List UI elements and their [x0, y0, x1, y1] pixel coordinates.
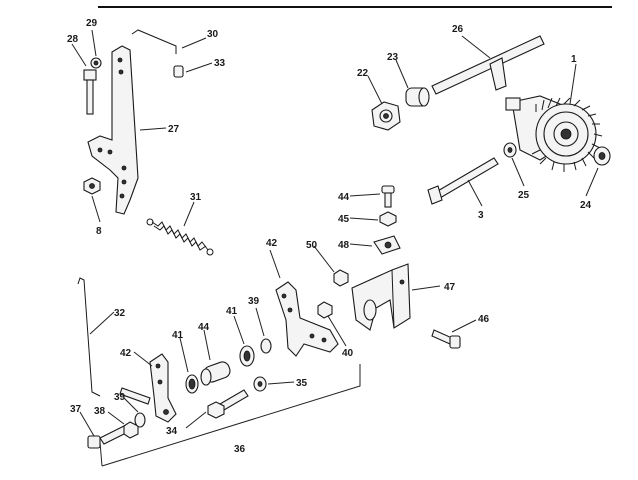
- callout-28: 28: [67, 34, 79, 45]
- part-48-bracket: [351, 263, 411, 331]
- part-39-washer-left: [134, 412, 146, 428]
- callout-47: 46: [478, 314, 490, 325]
- part-50-nut: [333, 269, 349, 287]
- callout-39-left: 39: [114, 392, 126, 403]
- group-36-bracket-line: [101, 364, 361, 467]
- callout-1: 1: [571, 54, 577, 65]
- part-35-washer: [253, 376, 267, 392]
- callout-8: 8: [96, 226, 102, 237]
- callout-32: 32: [114, 308, 126, 319]
- part-31-spring: [146, 218, 214, 256]
- part-29-washer: [90, 57, 102, 69]
- part-45-screw: [381, 185, 395, 208]
- part-43-lever: [275, 281, 339, 357]
- part-28-bolt: [83, 69, 97, 115]
- part-38-nut: [123, 421, 139, 439]
- callout-29: 29: [86, 18, 98, 29]
- part-39-washer-right: [260, 338, 272, 354]
- part-37-bolt: [87, 425, 129, 449]
- part-46-nut: [379, 211, 397, 227]
- callout-45: 44: [338, 192, 350, 203]
- part-24-washer: [593, 146, 611, 166]
- part-49-clip: [373, 235, 401, 255]
- part-42-pin: [119, 387, 151, 405]
- part-26-shaft: [431, 35, 545, 95]
- callout-labels: 28 29 30 33 27 8 31 32 22 23 26 1 3 25 2…: [67, 18, 592, 455]
- part-47-bolt: [431, 329, 461, 349]
- callout-22: 22: [357, 68, 369, 79]
- part-41-clip-right: [239, 345, 255, 367]
- callout-44: 44: [198, 322, 210, 333]
- callout-41-right: 41: [226, 306, 238, 317]
- callout-31: 31: [190, 192, 202, 203]
- part-22-bearing: [371, 101, 401, 131]
- part-30-rod: [131, 29, 177, 54]
- callout-41-left: 41: [172, 330, 184, 341]
- part-25-washer: [503, 142, 517, 158]
- part-1-gear-assembly: [505, 95, 603, 172]
- part-8-nut: [83, 177, 101, 195]
- callout-23: 23: [387, 52, 399, 63]
- callout-40: 40: [342, 348, 354, 359]
- callout-46: 45: [338, 214, 350, 225]
- part-33-fitting: [173, 65, 184, 78]
- part-3-long-bolt: [427, 157, 499, 205]
- part-42-lever: [149, 353, 177, 423]
- part-41-clip-left: [185, 374, 199, 394]
- callout-49: 48: [338, 240, 350, 251]
- callout-36: 36: [234, 444, 246, 455]
- callout-48: 47: [444, 282, 456, 293]
- callout-50: 50: [306, 240, 318, 251]
- callout-26: 26: [452, 24, 464, 35]
- callout-35: 35: [296, 378, 308, 389]
- callout-39-right: 39: [248, 296, 260, 307]
- callout-34: 34: [166, 426, 178, 437]
- callout-3: 3: [478, 210, 484, 221]
- callout-30: 30: [207, 29, 219, 40]
- callout-42: 42: [120, 348, 132, 359]
- callout-37: 37: [70, 404, 82, 415]
- callout-43: 42: [266, 238, 278, 249]
- part-44-roller: [200, 361, 231, 386]
- part-23-bushing: [405, 87, 430, 107]
- callout-38: 38: [94, 406, 106, 417]
- callout-25: 25: [518, 190, 530, 201]
- part-40-nut: [317, 301, 333, 319]
- group-36-bracket-end: [99, 441, 103, 467]
- callout-27: 27: [168, 124, 180, 135]
- callout-33: 33: [214, 58, 226, 69]
- callout-24: 24: [580, 200, 592, 211]
- part-27-lever-bracket: [87, 45, 139, 215]
- part-34-bolt: [207, 389, 249, 419]
- part-32-rod: [77, 277, 101, 397]
- leader-lines: [71, 29, 599, 437]
